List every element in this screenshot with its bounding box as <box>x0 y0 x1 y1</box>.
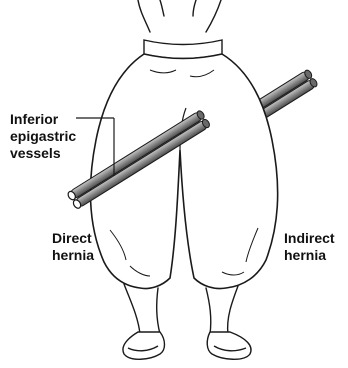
label-indirect-hernia: Indirect hernia <box>284 230 335 264</box>
label-line-1: Inferior <box>10 111 76 128</box>
label-line-1: Direct <box>52 230 94 247</box>
label-inferior-epigastric-vessels: Inferior epigastric vessels <box>10 111 76 162</box>
upper-body-outline <box>138 0 221 32</box>
label-direct-hernia: Direct hernia <box>52 230 94 264</box>
label-line-2: epigastric <box>10 128 76 145</box>
lower-legs <box>124 284 238 334</box>
label-line-3: vessels <box>10 145 76 162</box>
shoes <box>123 332 251 359</box>
label-line-2: hernia <box>284 247 335 264</box>
label-line-1: Indirect <box>284 230 335 247</box>
label-line-2: hernia <box>52 247 94 264</box>
